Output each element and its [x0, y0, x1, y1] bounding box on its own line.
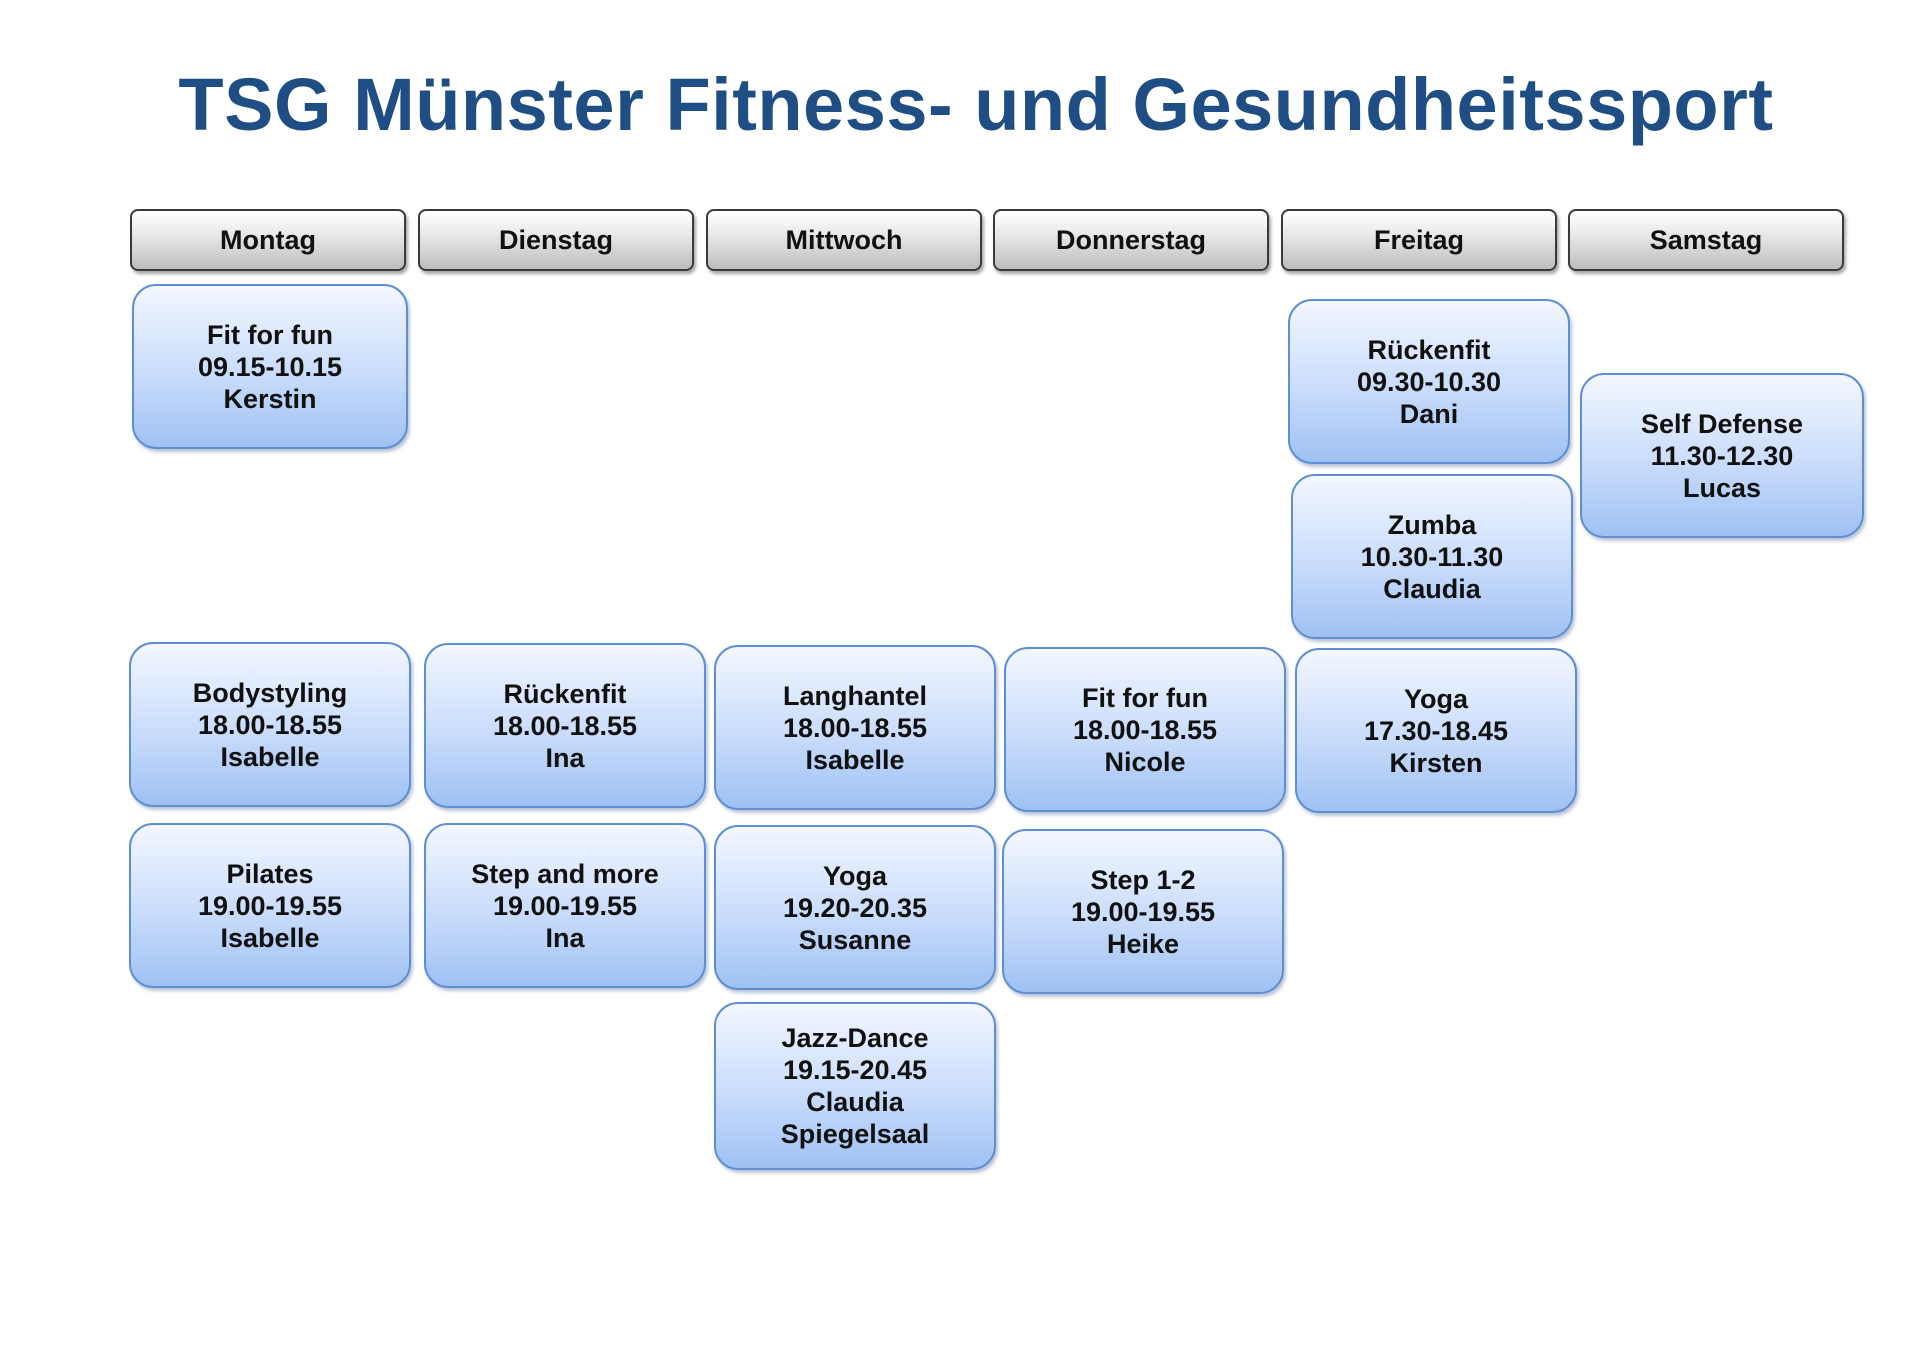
- course-trainer: Heike: [1106, 928, 1180, 959]
- page-title: TSG Münster Fitness- und Gesundheitsspor…: [178, 63, 1774, 146]
- course-card-donnerstag-step-1-2: Step 1-2 19.00-19.55 Heike: [1002, 829, 1284, 994]
- course-time: 11.30-12.30: [1650, 440, 1794, 471]
- course-trainer: Kirsten: [1389, 747, 1483, 778]
- course-name: Step 1-2: [1090, 864, 1196, 895]
- course-trainer: Dani: [1399, 398, 1459, 429]
- course-name: Langhantel: [782, 680, 927, 711]
- course-name: Step and more: [471, 858, 659, 889]
- day-header-montag: Montag: [130, 209, 406, 271]
- course-time: 19.00-19.55: [197, 890, 343, 921]
- course-time: 09.30-10.30: [1356, 366, 1502, 397]
- course-time: 19.15-20.45: [782, 1055, 928, 1085]
- course-trainer: Claudia: [806, 1087, 904, 1117]
- course-name: Self Defense: [1640, 408, 1804, 439]
- course-trainer: Ina: [545, 922, 585, 953]
- course-time: 19.00-19.55: [1070, 896, 1216, 927]
- course-card-freitag-yoga: Yoga 17.30-18.45 Kirsten: [1295, 648, 1577, 813]
- course-trainer: Nicole: [1104, 746, 1186, 777]
- course-time: 18.00-18.55: [1072, 714, 1218, 745]
- course-name: Bodystyling: [192, 677, 348, 708]
- course-trainer: Claudia: [1383, 573, 1481, 604]
- course-name: Jazz-Dance: [781, 1023, 929, 1053]
- course-card-dienstag-step-and-more: Step and more 19.00-19.55 Ina: [424, 823, 706, 988]
- course-name: Yoga: [1403, 683, 1468, 714]
- day-header-dienstag: Dienstag: [418, 209, 694, 271]
- course-time: 18.00-18.55: [782, 712, 928, 743]
- course-time: 18.00-18.55: [197, 709, 343, 740]
- course-trainer: Isabelle: [220, 741, 320, 772]
- course-card-montag-pilates: Pilates 19.00-19.55 Isabelle: [129, 823, 411, 988]
- course-card-freitag-rueckenfit: Rückenfit 09.30-10.30 Dani: [1288, 299, 1570, 464]
- course-card-samstag-self-defense: Self Defense 11.30-12.30 Lucas: [1580, 373, 1864, 538]
- course-card-dienstag-rueckenfit: Rückenfit 18.00-18.55 Ina: [424, 643, 706, 808]
- course-room: Spiegelsaal: [780, 1119, 930, 1149]
- course-name: Fit for fun: [1082, 682, 1208, 713]
- course-card-montag-bodystyling: Bodystyling 18.00-18.55 Isabelle: [129, 642, 411, 807]
- course-name: Rückenfit: [1367, 334, 1491, 365]
- course-name: Fit for fun: [207, 319, 333, 350]
- day-header-donnerstag: Donnerstag: [993, 209, 1269, 271]
- course-time: 17.30-18.45: [1363, 715, 1509, 746]
- day-header-freitag: Freitag: [1281, 209, 1557, 271]
- course-time: 09.15-10.15: [197, 351, 343, 382]
- course-time: 19.00-19.55: [492, 890, 638, 921]
- course-card-mittwoch-yoga: Yoga 19.20-20.35 Susanne: [714, 825, 996, 990]
- course-card-donnerstag-fit-for-fun: Fit for fun 18.00-18.55 Nicole: [1004, 647, 1286, 812]
- course-trainer: Susanne: [798, 924, 912, 955]
- course-trainer: Ina: [545, 742, 585, 773]
- course-trainer: Isabelle: [805, 744, 905, 775]
- course-card-mittwoch-jazz-dance: Jazz-Dance 19.15-20.45 Claudia Spiegelsa…: [714, 1002, 996, 1170]
- course-name: Rückenfit: [503, 678, 627, 709]
- course-name: Yoga: [822, 860, 887, 891]
- course-name: Zumba: [1387, 509, 1477, 540]
- course-time: 18.00-18.55: [492, 710, 638, 741]
- course-trainer: Lucas: [1682, 472, 1762, 503]
- course-card-montag-fit-for-fun: Fit for fun 09.15-10.15 Kerstin: [132, 284, 408, 449]
- course-card-mittwoch-langhantel: Langhantel 18.00-18.55 Isabelle: [714, 645, 996, 810]
- course-time: 10.30-11.30: [1360, 541, 1504, 572]
- course-trainer: Kerstin: [223, 383, 317, 414]
- course-time: 19.20-20.35: [782, 892, 928, 923]
- course-card-freitag-zumba: Zumba 10.30-11.30 Claudia: [1291, 474, 1573, 639]
- day-header-mittwoch: Mittwoch: [706, 209, 982, 271]
- course-name: Pilates: [226, 858, 314, 889]
- course-trainer: Isabelle: [220, 922, 320, 953]
- day-header-samstag: Samstag: [1568, 209, 1844, 271]
